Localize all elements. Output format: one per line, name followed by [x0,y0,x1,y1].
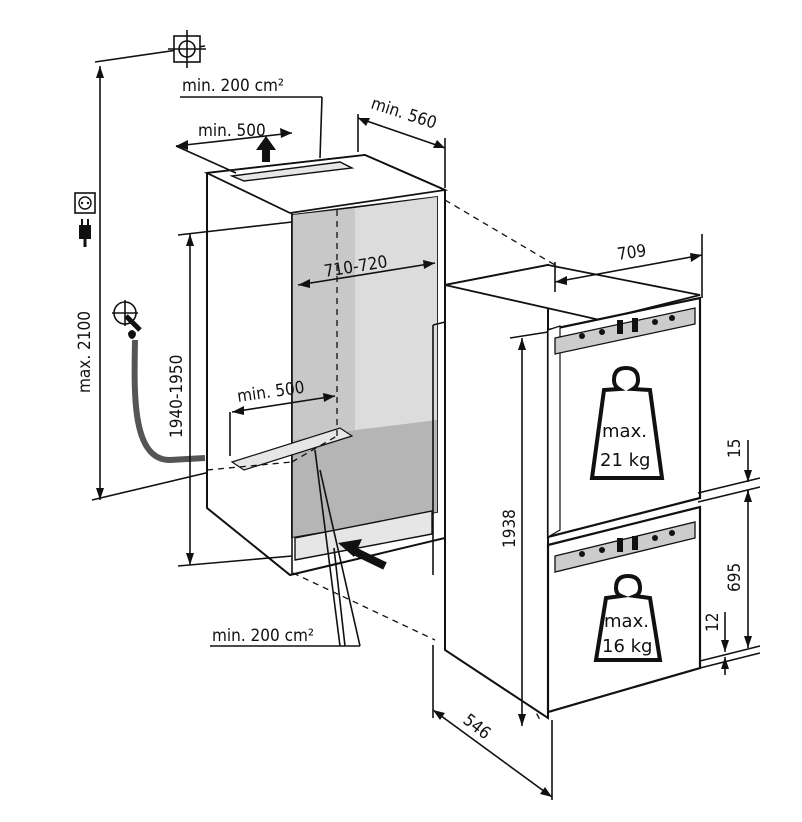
gap-top-label: 15 [725,439,745,458]
water-connection-icon [94,30,206,68]
niche-height-label: 1940-1950 [167,355,187,438]
bottom-vent-callout: min. 200 cm² [210,449,361,647]
top-depth-label: min. 500 [198,121,266,141]
appliance-width-label: 709 [616,241,648,265]
appliance-height-label: 1938 [500,509,520,548]
socket-icon [74,192,96,214]
niche-depth-label: min. 560 [368,94,439,134]
bottom-vent-label: min. 200 cm² [212,626,314,646]
lower-weight-value: 16 kg [602,636,652,657]
bottom-airflow-arrow [338,539,387,570]
freezer-height-label: 695 [725,563,745,592]
niche-cabinet [203,153,449,577]
upper-weight-value: 21 kg [600,450,650,471]
top-depth-dimension: min. 500 [175,121,293,174]
upper-weight-icon: max. 21 kg [589,365,665,480]
appliance-height-dimension: 1938 [500,331,549,726]
water-tap-icon [112,300,206,464]
top-vent-callout: min. 200 cm² [180,76,323,159]
plug-icon [79,219,91,247]
total-height-label: max. 2100 [75,311,95,393]
niche-height-dimension: 1940-1950 [167,221,293,567]
appliance-width-dimension: 709 [554,234,703,298]
lower-weight-icon: max. 16 kg [593,573,663,662]
top-vent-label: min. 200 cm² [182,76,284,96]
airflow-arrow-icon [256,136,276,162]
right-dimensions: 15 695 12 [697,439,761,675]
appliance-depth-label: 546 [459,710,494,744]
gap-bottom-label: 12 [703,613,723,632]
lower-weight-label: max. [604,611,649,632]
upper-weight-label: max. [602,421,647,442]
